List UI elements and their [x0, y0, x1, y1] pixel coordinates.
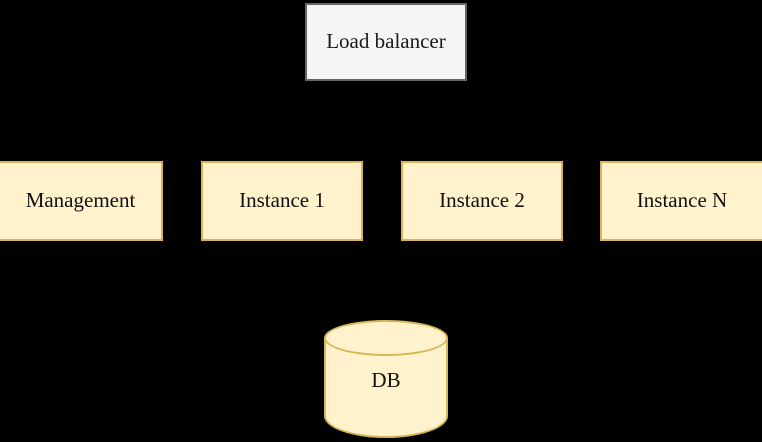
edge-lb-to-management — [77, 81, 387, 159]
node-load-balancer[interactable]: Load balancer — [305, 3, 467, 81]
db-cylinder-top-ellipse — [324, 320, 448, 356]
edge-instance-2-to-db — [387, 241, 483, 319]
edge-instance-1-to-db — [281, 241, 385, 319]
edge-management-to-db — [81, 241, 384, 319]
node-management[interactable]: Management — [0, 161, 163, 241]
node-instance-1[interactable]: Instance 1 — [201, 161, 363, 241]
edge-lb-to-instance-2 — [385, 81, 487, 159]
node-load-balancer-label: Load balancer — [326, 29, 446, 54]
edge-lb-to-instance-n — [385, 81, 686, 159]
edge-lb-to-instance-1 — [277, 81, 387, 159]
node-instance-2[interactable]: Instance 2 — [401, 161, 563, 241]
node-instance-n-label: Instance N — [636, 188, 728, 213]
node-instance-2-label: Instance 2 — [439, 188, 525, 213]
node-instance-1-label: Instance 1 — [239, 188, 325, 213]
node-db[interactable]: DB — [324, 320, 448, 438]
node-management-label: Management — [25, 188, 136, 213]
node-db-label: DB — [371, 368, 401, 392]
edge-instance-n-to-db — [389, 241, 682, 319]
node-instance-n[interactable]: Instance N — [600, 161, 762, 241]
